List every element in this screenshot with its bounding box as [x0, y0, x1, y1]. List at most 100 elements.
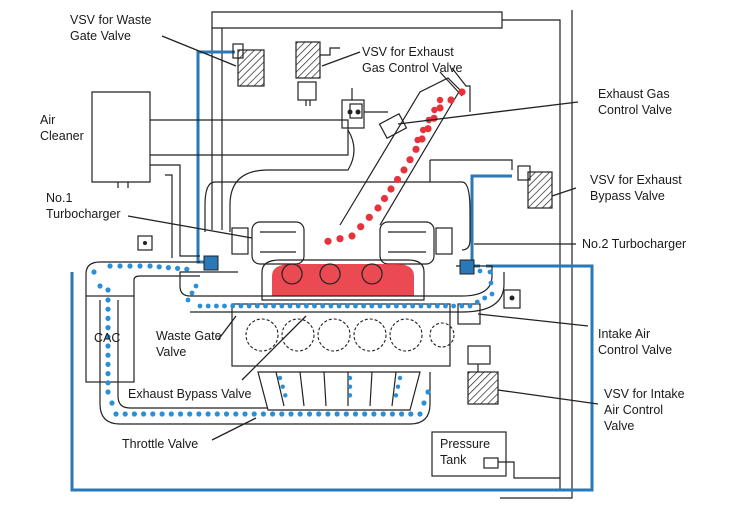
intake-dot	[109, 400, 115, 406]
intake-dot	[251, 411, 257, 417]
intake-dot	[421, 400, 427, 406]
intake-dot	[377, 303, 383, 309]
exhaust-dot	[447, 96, 455, 104]
intake-dot	[105, 361, 111, 367]
intake-dot	[238, 303, 244, 309]
turbo-no2	[379, 221, 453, 265]
intake-dot	[347, 384, 353, 389]
exhaust-dot	[436, 96, 444, 104]
intake-dot	[353, 303, 358, 309]
svg-text:Control Valve: Control Valve	[598, 343, 672, 357]
svg-text:Air Control: Air Control	[604, 403, 663, 417]
intake-dot	[325, 411, 331, 417]
intake-dot	[122, 411, 128, 417]
intake-dot	[105, 325, 111, 331]
label-exhaust-gas-control-valve: Exhaust Gas Control Valve	[598, 87, 672, 117]
intake-dot	[410, 303, 416, 309]
intake-dot	[451, 303, 456, 309]
intake-dot	[223, 411, 230, 417]
intake-dot	[137, 263, 143, 269]
intake-dot	[425, 389, 431, 395]
intake-dot	[175, 265, 181, 271]
intake-dot	[254, 303, 260, 309]
intake-dot	[196, 411, 202, 417]
intake-dot	[105, 371, 111, 377]
intake-dot	[474, 299, 480, 305]
intake-dot	[105, 343, 111, 349]
intake-dot	[117, 263, 123, 269]
intake-dot	[434, 303, 440, 309]
svg-text:Air: Air	[40, 113, 55, 127]
intake-dot	[306, 411, 313, 417]
exhaust-dot	[431, 106, 438, 114]
intake-dot	[222, 303, 227, 309]
intake-dot	[393, 393, 399, 398]
frame-lines	[211, 10, 573, 499]
exhaust-gas-control-actuator	[341, 88, 388, 129]
intake-dot	[279, 411, 285, 417]
intake-dot	[277, 375, 283, 381]
exhaust-dot	[414, 136, 421, 144]
intake-dot	[417, 411, 423, 417]
intake-dot	[380, 411, 386, 417]
label-vsv-exhaust-gas-control: VSV for Exhaust Gas Control Valve	[362, 45, 463, 75]
intake-dot	[487, 269, 493, 275]
intake-dot	[352, 411, 359, 417]
intake-flow-dots	[91, 263, 495, 417]
intake-dot	[467, 303, 473, 309]
intake-dot	[280, 384, 285, 389]
intake-dot	[443, 303, 448, 309]
vsv-intake-air-control	[467, 345, 499, 405]
intake-dot	[193, 283, 199, 289]
intake-dot	[214, 303, 219, 309]
intake-dot	[105, 389, 111, 395]
exhaust-dot	[374, 204, 382, 212]
pressure-tank	[431, 431, 560, 479]
intake-dot	[165, 265, 171, 271]
intake-dot	[263, 303, 268, 309]
exhaust-dot	[420, 126, 427, 134]
intake-dot	[482, 295, 488, 301]
exhaust-dot	[406, 156, 414, 164]
intake-dot	[279, 303, 285, 309]
label-vsv-waste-gate: VSV for Waste Gate Valve	[70, 13, 152, 43]
engine-block	[231, 303, 455, 367]
intake-dot	[312, 303, 317, 309]
intake-dot	[189, 290, 195, 296]
exhaust-dot	[365, 213, 373, 221]
intake-dot	[320, 303, 326, 309]
intake-dot	[105, 334, 111, 340]
intake-dot	[371, 411, 377, 417]
air-cleaner	[91, 91, 349, 188]
intake-dot	[260, 411, 266, 417]
exhaust-flow-dots	[324, 88, 466, 245]
svg-text:No.1: No.1	[46, 191, 72, 205]
svg-text:VSV for Exhaust: VSV for Exhaust	[590, 173, 682, 187]
intake-dot	[408, 411, 414, 417]
exhaust-dot	[393, 175, 402, 184]
intake-dot	[113, 411, 119, 417]
intake-dot	[105, 287, 111, 293]
intake-dot	[105, 306, 111, 312]
intake-dot	[131, 411, 137, 417]
intake-dot	[107, 263, 113, 269]
intake-dot	[197, 303, 203, 309]
label-throttle-valve: Throttle Valve	[122, 437, 198, 451]
intake-dot	[304, 303, 309, 309]
svg-text:Intake Air: Intake Air	[598, 327, 650, 341]
intake-dot	[150, 411, 156, 417]
exhaust-dot	[436, 104, 444, 112]
svg-text:Exhaust Gas: Exhaust Gas	[598, 87, 670, 101]
intake-dot	[214, 411, 220, 417]
svg-text:Control Valve: Control Valve	[598, 103, 672, 117]
svg-text:Valve: Valve	[156, 345, 186, 359]
turbo-no1	[231, 221, 305, 265]
intake-dot	[242, 411, 248, 417]
intake-dot	[369, 303, 375, 309]
label-vsv-intake-air-control: VSV for Intake Air Control Valve	[604, 387, 685, 433]
intake-dot	[402, 303, 407, 309]
svg-text:Turbocharger: Turbocharger	[46, 207, 121, 221]
intake-dot	[334, 411, 340, 417]
intake-dot	[395, 384, 401, 389]
label-air-cleaner: Air Cleaner	[40, 113, 84, 143]
